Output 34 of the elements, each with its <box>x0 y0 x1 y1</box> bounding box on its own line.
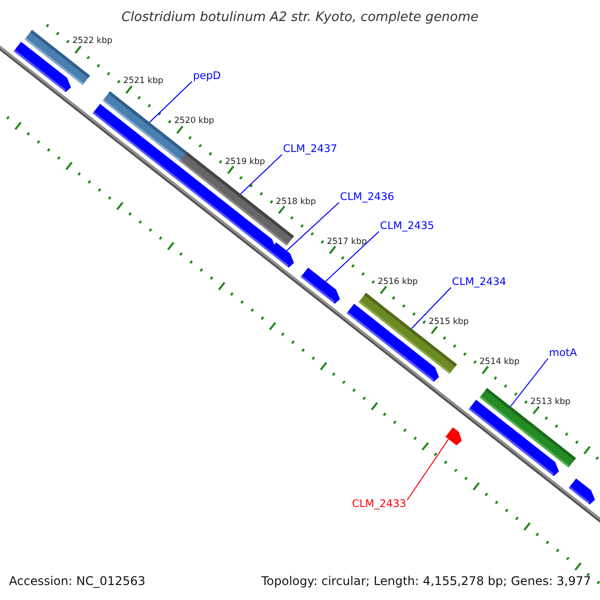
scale-label: 2514 kbp <box>480 358 520 366</box>
gene-label: motA <box>549 348 577 358</box>
leader-line <box>240 154 282 194</box>
cds-feature <box>300 268 340 304</box>
scale-label: 2521 kbp <box>123 77 164 86</box>
gene-label: pepD <box>193 71 221 82</box>
leader-line <box>406 438 449 500</box>
cds-feature <box>268 242 294 268</box>
scale-label: 2515 kbp <box>428 318 469 326</box>
scale-label: 2516 kbp <box>378 278 418 286</box>
scale-label: 2517 kbp <box>326 238 367 246</box>
cds-feature <box>170 164 276 254</box>
gene-label: CLM_2436 <box>340 192 394 202</box>
leader-line <box>286 202 340 252</box>
cds-feature <box>446 427 462 446</box>
title: Clostridium botulinum A2 str. Kyoto, complete genome <box>120 11 480 24</box>
footer-text: Topology: circular; Length: 4,155,278 bp; Genes: 3,977 <box>261 575 591 587</box>
gene-label: CLM_2434 <box>452 277 506 288</box>
gene-label: CLM_2435 <box>380 221 434 232</box>
scale-label: 2513 kbp <box>530 398 570 406</box>
gene-label: CLM_2433 <box>352 499 406 510</box>
scale-label: 2522 kbp <box>72 37 112 46</box>
footer-text: Accession: NC_012563 <box>9 575 146 587</box>
cds-feature <box>568 478 595 504</box>
leader-line <box>325 231 380 282</box>
gene-label: CLM_2437 <box>283 144 338 154</box>
leader-line <box>510 358 548 407</box>
leader-line <box>149 81 192 123</box>
leader-line <box>411 287 452 330</box>
cds-feature <box>14 42 71 92</box>
cds-feature <box>512 434 559 476</box>
scale-label: 2519 kbp <box>225 158 266 166</box>
scale-label: 2518 kbp <box>276 198 316 206</box>
scale-label: 2520 kbp <box>174 117 214 126</box>
